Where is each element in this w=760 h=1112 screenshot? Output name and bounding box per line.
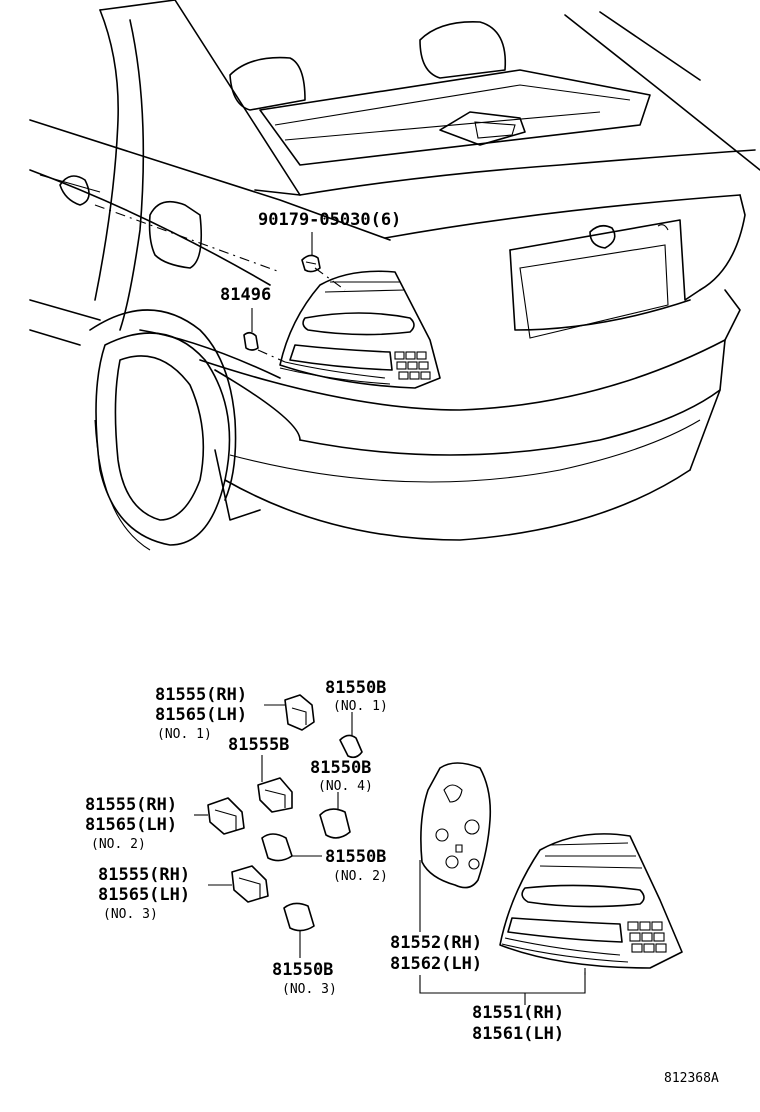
dashed-line-clip (257, 349, 286, 363)
socket-b-icon (257, 755, 293, 813)
tail-lamp-on-car (279, 270, 441, 389)
label-gasket-rh: 81552(RH) (390, 933, 482, 953)
car-body-illustration (29, 0, 760, 551)
dashed-line-screw (314, 267, 346, 291)
label-bulb-no3: 81550B (272, 960, 333, 980)
tail-lamp-assembly-icon (499, 833, 683, 975)
bulb-no2-icon (261, 833, 322, 862)
label-socket-b: 81555B (228, 735, 289, 755)
label-bulb-no2: 81550B (325, 847, 386, 867)
label-bulb-no4: 81550B (310, 758, 371, 778)
label-socket-lh-no1: 81565(LH) (155, 705, 247, 725)
label-socket-rh-no3: 81555(RH) (98, 865, 190, 885)
label-socket-no1-note: (NO. 1) (157, 727, 212, 742)
label-socket-no2-note: (NO. 2) (91, 837, 146, 852)
label-bulb-no1: 81550B (325, 678, 386, 698)
label-bulb-no2-note: (NO. 2) (333, 869, 388, 884)
label-bulb-no3-note: (NO. 3) (282, 982, 337, 997)
label-gasket-lh: 81562(LH) (390, 954, 482, 974)
label-socket-lh-no3: 81565(LH) (98, 885, 190, 905)
dashed-line-fuel (94, 204, 281, 273)
screw-part-icon (301, 232, 321, 273)
label-clip: 81496 (220, 285, 271, 305)
label-screw: 90179-05030(6) (258, 210, 401, 230)
bulb-no3-icon (283, 902, 315, 958)
socket-no1-icon (264, 694, 315, 731)
socket-no2-icon (194, 797, 245, 835)
label-lamp-rh: 81551(RH) (472, 1003, 564, 1023)
label-socket-rh-no1: 81555(RH) (155, 685, 247, 705)
label-socket-no3-note: (NO. 3) (103, 907, 158, 922)
label-socket-rh-no2: 81555(RH) (85, 795, 177, 815)
bulb-no1-icon (339, 712, 363, 759)
gasket-icon (419, 762, 492, 932)
socket-no3-icon (208, 865, 269, 903)
label-socket-lh-no2: 81565(LH) (85, 815, 177, 835)
label-lamp-lh: 81561(LH) (472, 1024, 564, 1044)
assembly-bracket-leader (419, 972, 586, 994)
label-bulb-no4-note: (NO. 4) (318, 779, 373, 794)
label-bulb-no1-note: (NO. 1) (333, 699, 388, 714)
figure-reference: 812368A (664, 1071, 719, 1086)
bulb-no4-icon (319, 792, 351, 839)
clip-part-icon (243, 308, 259, 351)
